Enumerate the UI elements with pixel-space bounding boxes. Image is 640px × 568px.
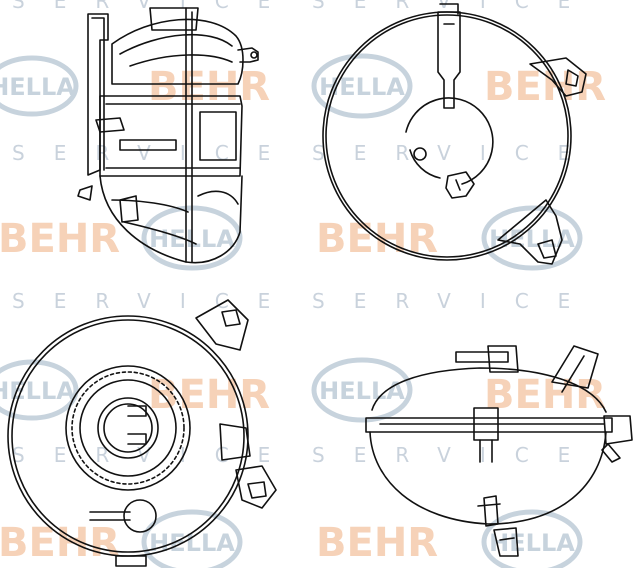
service-text: SERVICE [12, 141, 299, 165]
service-text: SERVICE [312, 289, 599, 313]
front-view-drawing [365, 345, 633, 557]
hella-logo: HELLA [481, 205, 583, 271]
behr-logo-text: BEHR [148, 372, 270, 418]
hella-logo: HELLA [481, 509, 583, 568]
service-text: SERVICE [312, 141, 599, 165]
behr-logo-text: BEHR [484, 64, 606, 110]
hella-logo-text: HELLA [0, 73, 75, 101]
service-watermark-row-3: SERVICE SERVICE [12, 443, 599, 467]
service-text: SERVICE [12, 0, 299, 13]
service-watermark-row-2: SERVICE SERVICE [12, 289, 599, 313]
hella-logo-text: HELLA [319, 377, 405, 405]
service-text: SERVICE [12, 289, 299, 313]
service-text: SERVICE [12, 443, 299, 467]
service-watermark-row-0: SERVICE SERVICE [12, 0, 599, 13]
service-watermark-row-1: SERVICE SERVICE [12, 141, 599, 165]
behr-watermarks: BEHR BEHR BEHR BEHR BEHR BEHR BEHR BEHR [0, 64, 606, 566]
hella-logo: HELLA [0, 359, 79, 421]
hella-logo: HELLA [141, 509, 243, 568]
side-view-drawing [77, 7, 259, 264]
hella-logo: HELLA [0, 55, 79, 117]
behr-logo-text: BEHR [148, 64, 270, 110]
top-view-drawing [322, 3, 587, 265]
hella-logo-text: HELLA [489, 225, 575, 253]
hella-logo: HELLA [311, 357, 413, 423]
behr-logo-text: BEHR [0, 520, 120, 566]
behr-logo-text: BEHR [0, 216, 120, 262]
hella-logo-text: HELLA [149, 529, 235, 557]
watermark-layer: SERVICE SERVICE SERVICE SERVICE SERVICE … [0, 0, 606, 568]
behr-logo-text: BEHR [484, 372, 606, 418]
service-text: SERVICE [312, 443, 599, 467]
behr-logo-text: BEHR [316, 520, 438, 566]
bottom-view-drawing [7, 299, 277, 567]
hella-logo: HELLA [311, 53, 413, 119]
hella-logo-text: HELLA [0, 377, 75, 405]
service-text: SERVICE [312, 0, 599, 13]
hella-logo-text: HELLA [489, 529, 575, 557]
